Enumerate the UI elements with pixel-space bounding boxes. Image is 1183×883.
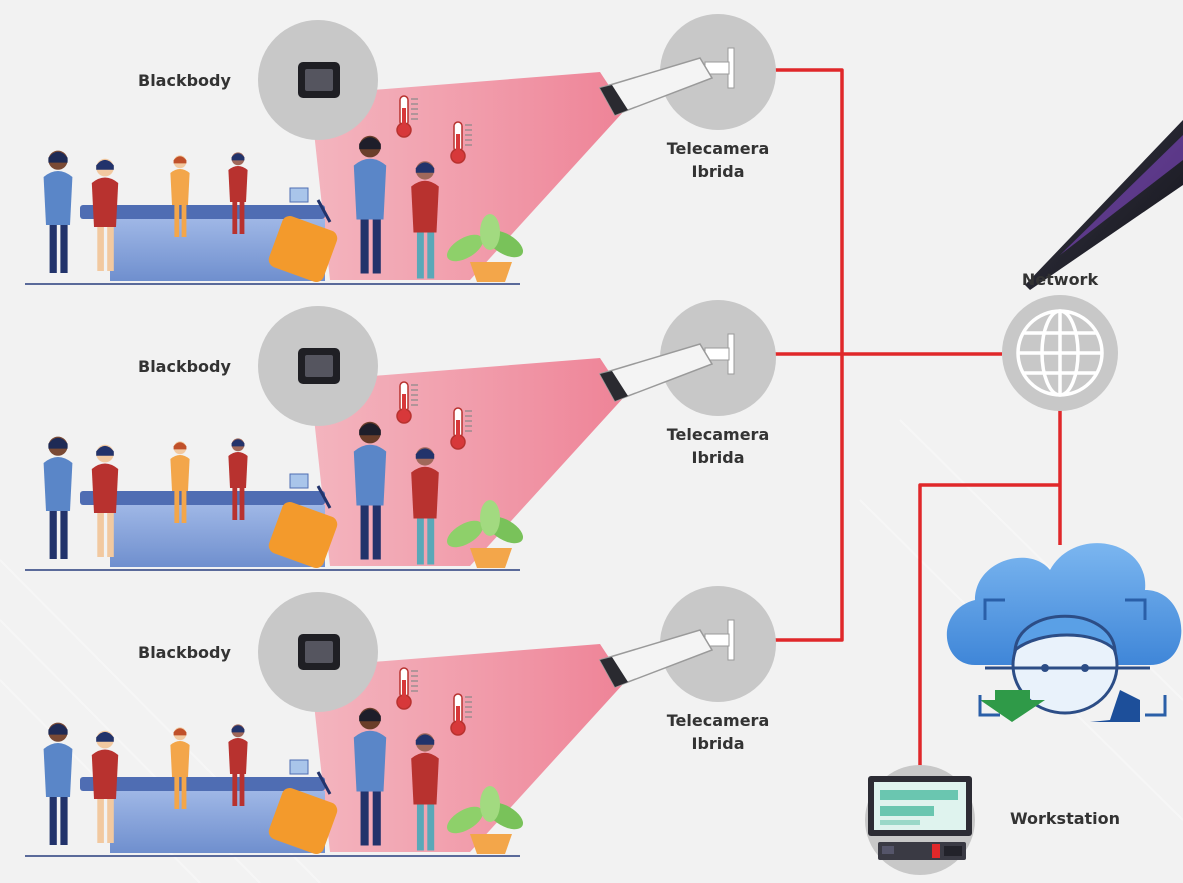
receptionist-2	[228, 724, 248, 806]
thermometer-icon	[396, 95, 418, 138]
guest-waiting-1	[43, 436, 73, 559]
camera-icon	[598, 619, 735, 688]
cloud-face-icon	[946, 543, 1182, 722]
globe-icon	[1016, 309, 1104, 397]
network-label: Network	[1022, 270, 1099, 289]
blackbody-device-icon	[298, 348, 340, 384]
thermometer-icon	[450, 693, 472, 736]
thermometer-icon	[450, 407, 472, 450]
camera-icon	[598, 333, 735, 402]
blackbody-label: Blackbody	[138, 357, 232, 376]
scene-rows: BlackbodyTelecameraIbridaBlackbodyTeleca…	[25, 14, 776, 857]
traveller-woman	[411, 161, 439, 279]
traveller-woman	[411, 447, 439, 565]
camera-label-line2: Ibrida	[691, 734, 744, 753]
workstation-node	[865, 765, 975, 875]
traveller-woman	[411, 733, 439, 851]
network-node	[1002, 295, 1118, 411]
workstation-icon	[868, 776, 972, 860]
camera-view-cone	[310, 72, 625, 280]
thermometer-icon	[450, 121, 472, 164]
plant-icon	[446, 786, 524, 854]
luggage-icon	[268, 771, 338, 855]
wire-workstation	[918, 483, 1060, 775]
network-wiring	[740, 68, 1062, 775]
blackbody-device-icon	[298, 634, 340, 670]
plant-icon	[446, 214, 524, 282]
traveller-man	[353, 707, 387, 846]
receptionist-1	[170, 727, 190, 809]
camera-label-line2: Ibrida	[691, 448, 744, 467]
receptionist-1	[170, 155, 190, 237]
blackbody-device-icon	[298, 62, 340, 98]
camera-icon	[598, 47, 735, 116]
guest-waiting-2	[91, 158, 119, 271]
camera-view-cone	[310, 358, 625, 566]
camera-view-cone	[310, 644, 625, 852]
guest-waiting-2	[91, 730, 119, 843]
plant-icon	[446, 500, 524, 568]
thermometer-icon	[396, 381, 418, 424]
receptionist-2	[228, 438, 248, 520]
traveller-man	[353, 135, 387, 274]
traveller-man	[353, 421, 387, 560]
camera-label-line2: Ibrida	[691, 162, 744, 181]
receptionist-2	[228, 152, 248, 234]
camera-label-line1: Telecamera	[667, 425, 769, 444]
receptionist-1	[170, 441, 190, 523]
camera-label-line1: Telecamera	[667, 711, 769, 730]
guest-waiting-1	[43, 150, 73, 273]
workstation-label: Workstation	[1010, 809, 1120, 828]
luggage-icon	[268, 485, 338, 569]
camera-label-line1: Telecamera	[667, 139, 769, 158]
guest-waiting-1	[43, 722, 73, 845]
blackbody-label: Blackbody	[138, 643, 232, 662]
guest-waiting-2	[91, 444, 119, 557]
pen-icon	[1025, 120, 1183, 290]
luggage-icon	[268, 199, 338, 283]
blackbody-label: Blackbody	[138, 71, 232, 90]
thermometer-icon	[396, 667, 418, 710]
